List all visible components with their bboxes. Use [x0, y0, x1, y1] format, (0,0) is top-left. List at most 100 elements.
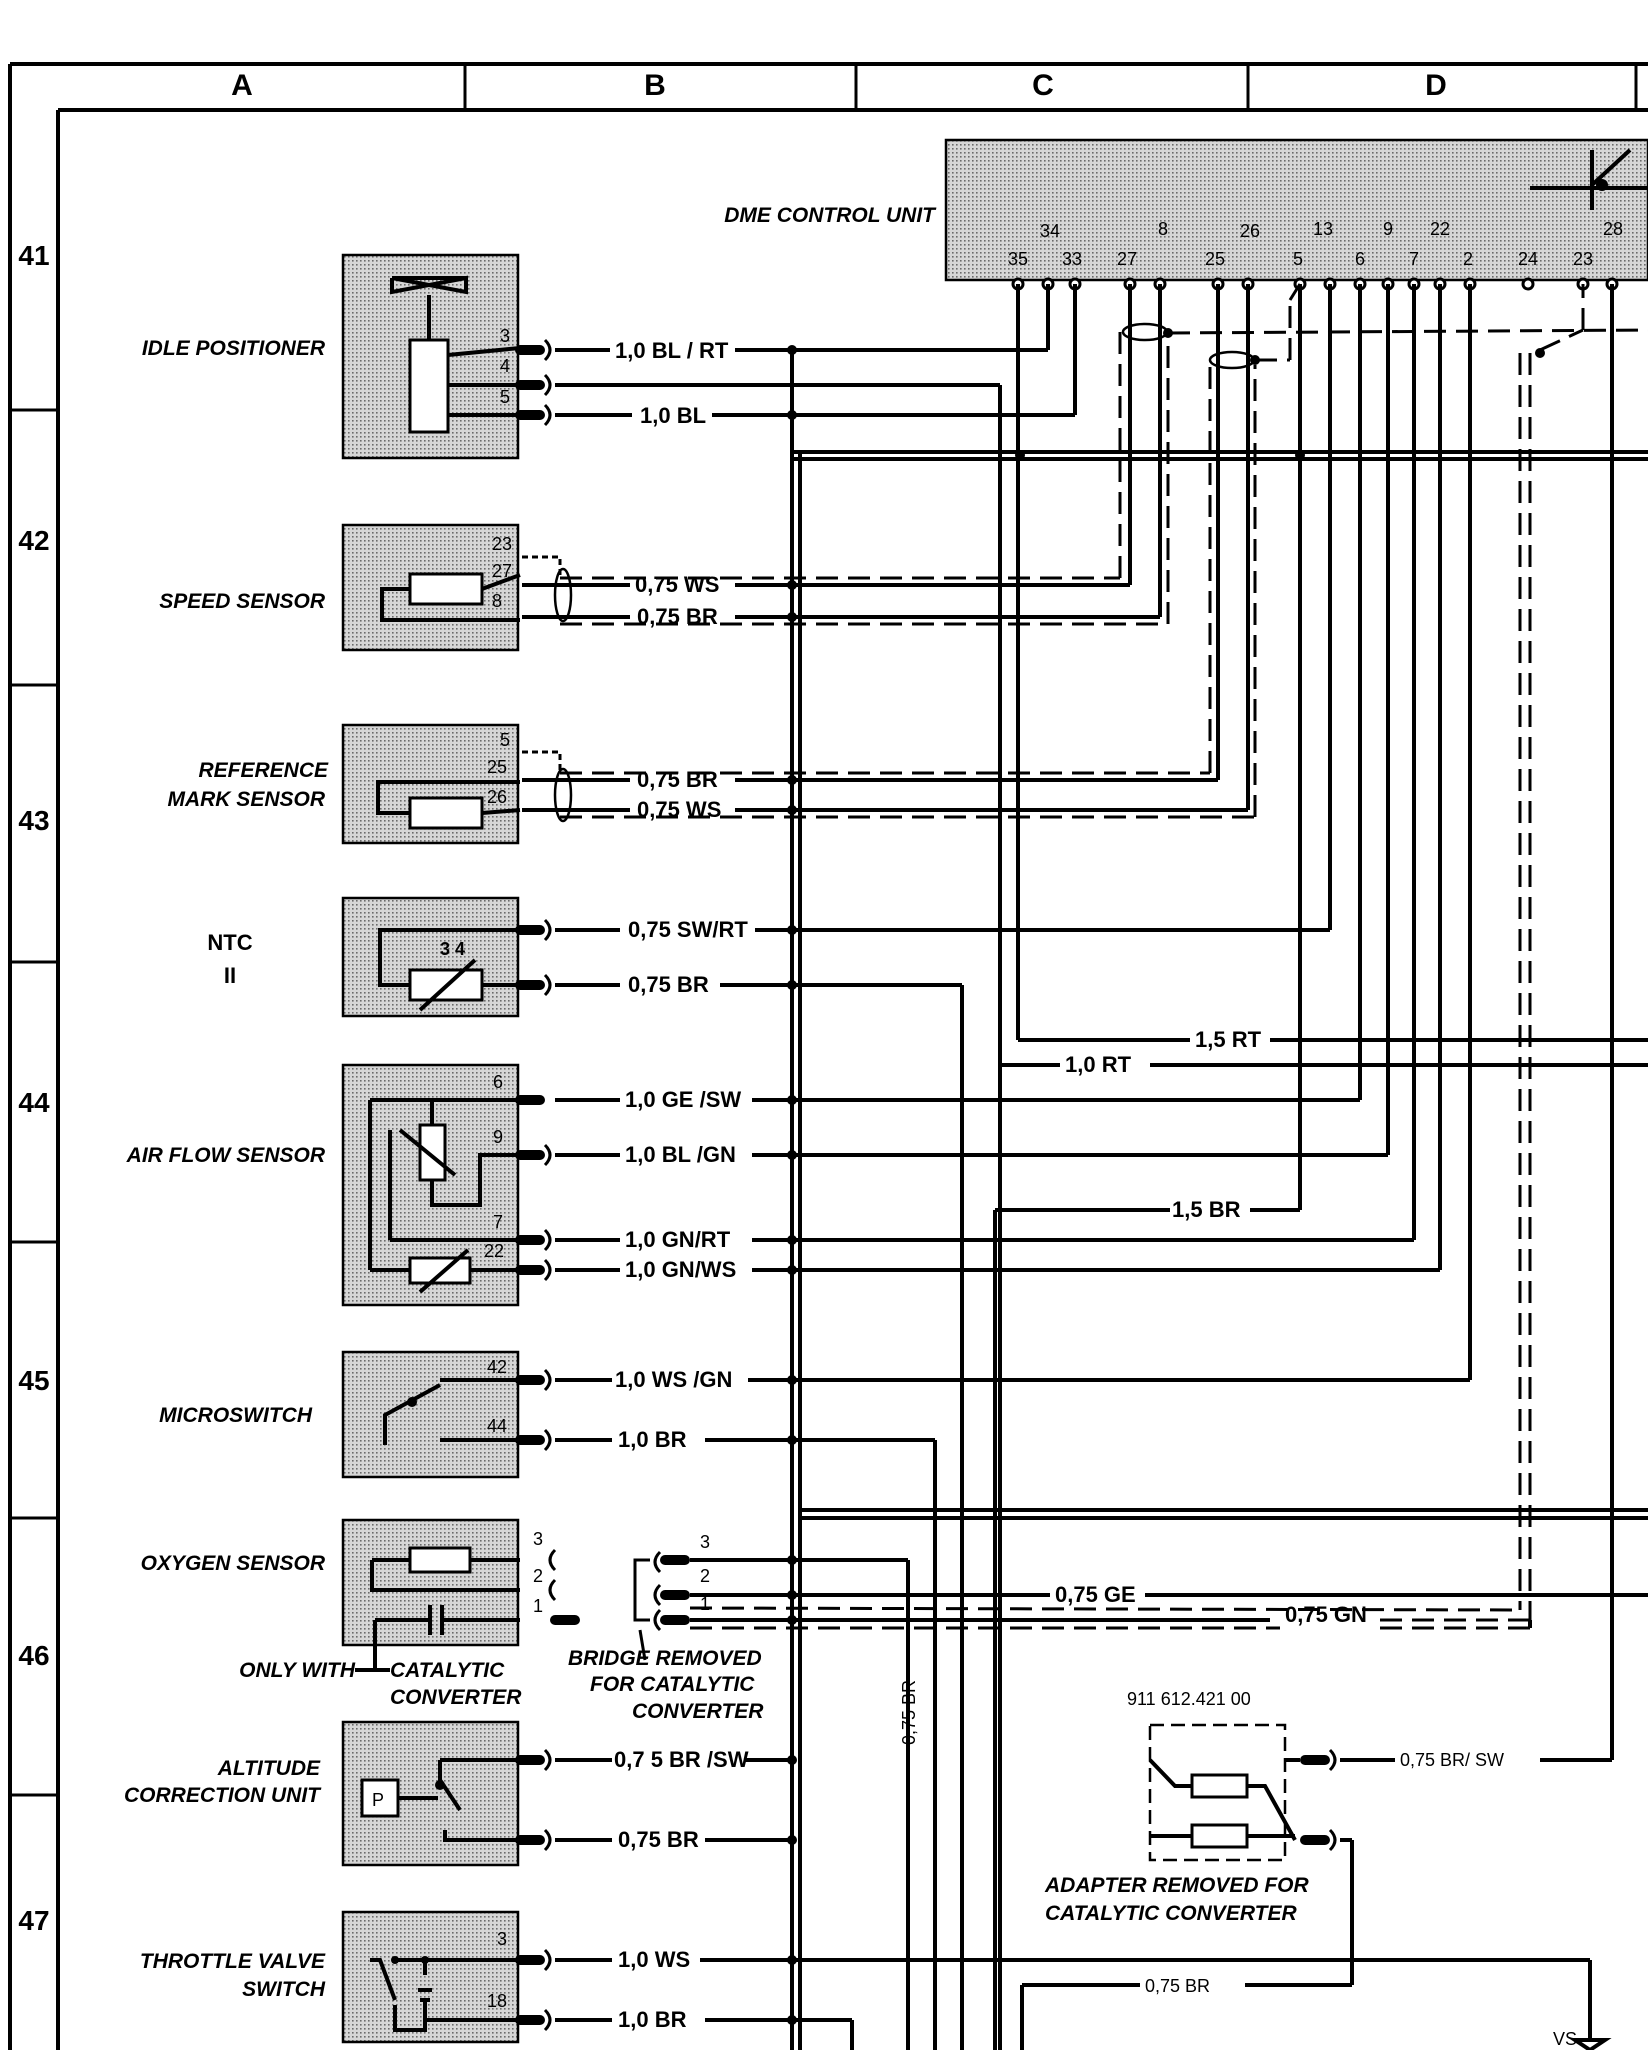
- grid-frame: A B C D 41 42 43 44 45 46 47: [8, 62, 1648, 2050]
- o2-pin-1: 1: [533, 1596, 543, 1616]
- rt-wires: 1,5 RT 1,0 RT: [1000, 1027, 1648, 1077]
- tvs-wires: 1,0 WS 1,0 BR 0,75 BR VS: [555, 1838, 1612, 2050]
- adapter-note-1: ADAPTER REMOVED FOR: [1044, 1874, 1310, 1897]
- bridge-note-1: BRIDGE REMOVED: [568, 1647, 762, 1670]
- component-idle-positioner: 3 4 5 IDLE POSITIONER: [142, 253, 552, 460]
- dme-pin-2: 2: [1463, 249, 1473, 269]
- wire-label-adapter-out: 0,75 BR/ SW: [1400, 1750, 1504, 1770]
- component-oxygen-sensor: 3 2 1 OXYGEN SENSOR ONLY WITH CATALYTIC …: [141, 1518, 580, 1709]
- adapter-part-number: 911 612.421 00: [1127, 1689, 1251, 1709]
- ntc-wires: 0,75 SW/RT 0,75 BR: [555, 284, 1332, 2050]
- micro-pin-44: 44: [487, 1416, 507, 1436]
- ref-label-1: REFERENCE: [198, 759, 329, 782]
- wire-label-rt10: 1,0 RT: [1065, 1052, 1132, 1077]
- ground-vs-label: VS: [1553, 2029, 1577, 2049]
- afs-pin-7: 7: [493, 1212, 503, 1232]
- tvs-pin-3: 3: [497, 1929, 507, 1949]
- bridge-note-3: CONVERTER: [632, 1700, 764, 1723]
- wire-label-idle-2: 1,0 BL: [640, 403, 706, 428]
- wire-label-ref-1: 0,75 BR: [637, 767, 718, 792]
- dme-pin-7: 7: [1409, 249, 1419, 269]
- wire-label-vertical-br: 0,75 BR: [899, 1680, 919, 1745]
- afs-pin-22: 22: [484, 1241, 504, 1261]
- row-label-44: 44: [18, 1087, 50, 1118]
- idle-pin-4: 4: [500, 356, 510, 376]
- air-flow-sensor-label: AIR FLOW SENSOR: [126, 1144, 326, 1167]
- speed-pin-23: 23: [492, 534, 512, 554]
- afs-pin-9: 9: [493, 1127, 503, 1147]
- dme-pin-27: 27: [1117, 249, 1137, 269]
- wire-label-micro-2: 1,0 BR: [618, 1427, 687, 1452]
- speed-pin-8: 8: [492, 591, 502, 611]
- wire-label-idle-1: 1,0 BL / RT: [615, 338, 729, 363]
- dme-pin-28: 28: [1603, 219, 1623, 239]
- wire-label-afs-3: 1,0 GN/RT: [625, 1227, 731, 1252]
- altitude-wires: 0,7 5 BR /SW 0,75 BR: [555, 1747, 797, 1852]
- row-label-45: 45: [18, 1365, 49, 1396]
- dme-pin-23: 23: [1573, 249, 1593, 269]
- bridge-connector: 3 2 1 BRIDGE REMOVED FOR CATALYTIC CONVE…: [568, 1532, 764, 1723]
- dme-pin-35: 35: [1008, 249, 1028, 269]
- component-air-flow-sensor: 6 9 7 22 AIR FLOW SENSOR: [126, 1063, 552, 1307]
- wire-label-alt-1: 0,7 5 BR /SW: [614, 1747, 749, 1772]
- dme-pin-8: 8: [1158, 219, 1168, 239]
- row-label-47: 47: [18, 1905, 49, 1936]
- wire-label-o2-gn: 0,75 GN: [1285, 1602, 1367, 1627]
- wire-label-ntc-1: 0,75 SW/RT: [628, 917, 748, 942]
- dme-pin-13: 13: [1313, 219, 1333, 239]
- wire-label-alt-2: 0,75 BR: [618, 1827, 699, 1852]
- dme-pin-22: 22: [1430, 219, 1450, 239]
- col-label-a: A: [231, 69, 253, 102]
- row-label-42: 42: [18, 525, 49, 556]
- dme-pin-5: 5: [1293, 249, 1303, 269]
- wire-label-tvs-1: 1,0 WS: [618, 1947, 690, 1972]
- idle-positioner-label: IDLE POSITIONER: [142, 337, 326, 360]
- o2-pin-3: 3: [533, 1529, 543, 1549]
- afs-pin-6: 6: [493, 1072, 503, 1092]
- o2-wires: 0,75 GE 0,75 GN 0,75 BR: [689, 1555, 1648, 2050]
- idle-pin-3: 3: [500, 326, 510, 346]
- bridge-pin-1: 1: [700, 1594, 710, 1614]
- component-speed-sensor: 23 27 8 SPEED SENSOR: [159, 523, 521, 652]
- wire-label-tvs-ret: 0,75 BR: [1145, 1976, 1210, 1996]
- row-label-41: 41: [18, 240, 49, 271]
- ref-pin-26: 26: [487, 787, 507, 807]
- o2-pin-2: 2: [533, 1566, 543, 1586]
- catalytic-only-1: ONLY WITH: [239, 1659, 356, 1682]
- wire-label-micro-1: 1,0 WS /GN: [615, 1367, 732, 1392]
- col-label-d: D: [1425, 69, 1447, 102]
- wire-label-afs-2: 1,0 BL /GN: [625, 1142, 736, 1167]
- speed-wires: 0,75 WS 0,75 BR: [522, 284, 1173, 629]
- oxygen-sensor-label: OXYGEN SENSOR: [141, 1552, 326, 1575]
- wire-label-rt15: 1,5 RT: [1195, 1027, 1262, 1052]
- idle-pin-5: 5: [500, 387, 510, 407]
- ref-pin-25: 25: [487, 757, 507, 777]
- catalytic-only-2: CATALYTIC: [390, 1659, 505, 1682]
- component-ntc-ii: 3 4 NTC II: [207, 896, 552, 1018]
- altitude-label-1: ALTITUDE: [217, 1757, 321, 1780]
- component-throttle-valve-switch: 3 18 THROTTLE VALVE SWITCH: [140, 1910, 552, 2044]
- wire-label-afs-4: 1,0 GN/WS: [625, 1257, 736, 1282]
- ref-label-2: MARK SENSOR: [167, 788, 325, 811]
- micro-wires: 1,0 WS /GN 1,0 BR: [555, 284, 1472, 2050]
- dme-control-unit: DME CONTROL UNIT 34 8 26 13 9 22 28 35 3…: [724, 138, 1648, 282]
- dme-pin-9: 9: [1383, 219, 1393, 239]
- wire-label-tvs-2: 1,0 BR: [618, 2007, 687, 2032]
- dme-pin-24: 24: [1518, 249, 1538, 269]
- wire-label-afs-1: 1,0 GE /SW: [625, 1087, 741, 1112]
- adapter-note-2: CATALYTIC CONVERTER: [1045, 1902, 1297, 1925]
- dme-pin-25: 25: [1205, 249, 1225, 269]
- idle-wires: 1,0 BL / RT 1,0 BL: [555, 284, 1077, 2050]
- wire-label-br15: 1,5 BR: [1172, 1197, 1241, 1222]
- dme-pin-33: 33: [1062, 249, 1082, 269]
- ntc-label-1: NTC: [207, 930, 252, 955]
- wire-label-speed-1: 0,75 WS: [635, 572, 719, 597]
- microswitch-label: MICROSWITCH: [159, 1404, 313, 1427]
- altitude-p-symbol: P: [372, 1790, 384, 1810]
- wire-label-ntc-2: 0,75 BR: [628, 972, 709, 997]
- col-label-b: B: [644, 69, 666, 102]
- row-label-46: 46: [18, 1640, 49, 1671]
- row-label-43: 43: [18, 805, 49, 836]
- speed-pin-27: 27: [492, 561, 512, 581]
